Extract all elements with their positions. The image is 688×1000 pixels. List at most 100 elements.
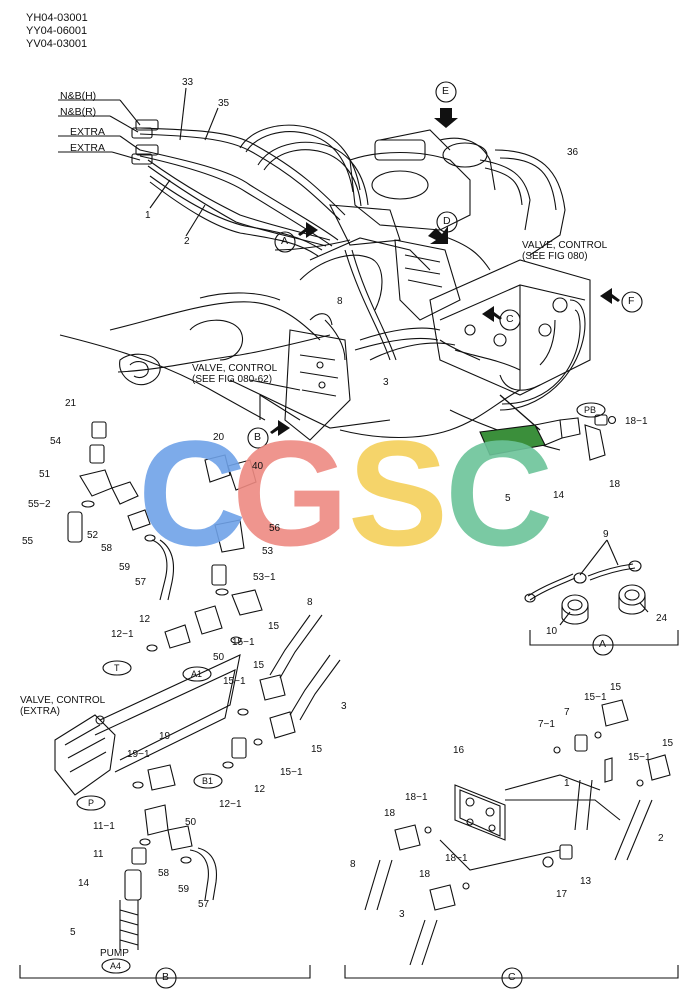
part-number: 9 bbox=[603, 529, 609, 540]
part-number: 2 bbox=[658, 833, 664, 844]
tag-t-oval bbox=[102, 660, 132, 676]
detail-b-circle bbox=[155, 967, 177, 989]
tag-p: P bbox=[88, 798, 95, 808]
part-number: 16 bbox=[453, 745, 465, 756]
part-number: 36 bbox=[567, 147, 579, 158]
part-code: YY04-06001 bbox=[26, 25, 88, 37]
part-number: 55−2 bbox=[28, 499, 51, 510]
detail-a-parts bbox=[479, 414, 679, 646]
part-number: 53 bbox=[262, 546, 274, 557]
view-a-circle bbox=[274, 231, 296, 253]
part-number: 13 bbox=[580, 876, 592, 887]
part-number: 15 bbox=[662, 738, 674, 749]
watermark-c1: C bbox=[138, 409, 246, 577]
part-number: 50 bbox=[213, 652, 225, 663]
part-number: 20 bbox=[213, 432, 225, 443]
part-number: 18 bbox=[384, 808, 396, 819]
hose-label-nb-r: N&B(R) bbox=[60, 106, 97, 118]
valve-control-main-label: VALVE, CONTROL (SEE FIG 080) bbox=[522, 240, 608, 262]
view-e-circle bbox=[435, 81, 457, 103]
view-letter-c: C bbox=[506, 313, 514, 325]
part-number: 1 bbox=[564, 778, 570, 789]
part-number: 18 bbox=[609, 479, 621, 490]
part-number: 40 bbox=[252, 461, 264, 472]
part-number: 15−1 bbox=[584, 692, 607, 703]
tag-a4: A4 bbox=[110, 961, 122, 971]
detail-a-title: A bbox=[599, 638, 607, 650]
tag-a4-oval bbox=[101, 958, 131, 974]
part-number: 19−1 bbox=[127, 749, 150, 760]
tag-a1-oval bbox=[182, 666, 212, 682]
part-number: 59 bbox=[119, 562, 131, 573]
part-codes: YH04-03001 YY04-06001 YV04-03001 bbox=[26, 12, 88, 51]
part-number: 3 bbox=[341, 701, 347, 712]
view-letter-e: E bbox=[442, 85, 450, 97]
part-number: 15−1 bbox=[232, 637, 255, 648]
part-number: 51 bbox=[39, 469, 51, 480]
part-number: 35 bbox=[218, 98, 230, 109]
hose-label-extra-1: EXTRA bbox=[70, 126, 106, 138]
part-number: 7 bbox=[564, 707, 570, 718]
part-number: 58 bbox=[158, 868, 170, 879]
part-number: 17 bbox=[556, 889, 568, 900]
part-number: 15 bbox=[253, 660, 265, 671]
part-number: 14 bbox=[78, 878, 90, 889]
part-number: 12−1 bbox=[111, 629, 134, 640]
view-b-circle bbox=[247, 427, 269, 449]
part-number: 8 bbox=[307, 597, 313, 608]
part-number: 10 bbox=[546, 626, 558, 637]
part-number: 58 bbox=[101, 543, 113, 554]
part-number: 55 bbox=[22, 536, 34, 547]
part-number: 15 bbox=[311, 744, 323, 755]
detail-b-title: B bbox=[162, 971, 170, 983]
part-number: 12 bbox=[254, 784, 266, 795]
detail-c-parts bbox=[344, 699, 679, 979]
view-arrows bbox=[270, 108, 620, 436]
part-number: 56 bbox=[269, 523, 281, 534]
part-number: 18−1 bbox=[445, 853, 468, 864]
part-number: 8 bbox=[337, 296, 343, 307]
part-number: 11−1 bbox=[93, 821, 115, 832]
part-number: 2 bbox=[184, 236, 190, 247]
view-letter-a: A bbox=[281, 235, 289, 247]
part-number: 3 bbox=[383, 377, 389, 388]
part-number: 5 bbox=[70, 927, 76, 938]
part-number: 50 bbox=[185, 817, 197, 828]
part-number: 7−1 bbox=[538, 719, 555, 730]
watermark-s: S bbox=[348, 409, 448, 577]
part-number: 18−1 bbox=[405, 792, 428, 803]
view-letter-b: B bbox=[254, 431, 262, 443]
part-number: 53−1 bbox=[253, 572, 276, 583]
view-letter-d: D bbox=[443, 215, 451, 227]
part-number: 8 bbox=[350, 859, 356, 870]
detail-c-title: C bbox=[508, 971, 516, 983]
watermark-c2: C bbox=[445, 409, 553, 577]
part-number: 18−1 bbox=[625, 416, 648, 427]
watermark-g: G bbox=[232, 409, 349, 577]
part-number: 57 bbox=[135, 577, 147, 588]
part-number: 12 bbox=[139, 614, 151, 625]
tag-a1: A1 bbox=[191, 669, 203, 679]
valve-control-6062-label: VALVE, CONTROL (SEE FIG 080-62) bbox=[192, 363, 278, 385]
hose-bundle bbox=[58, 87, 369, 257]
part-number: 11 bbox=[93, 849, 104, 860]
tag-b1: B1 bbox=[202, 776, 214, 786]
view-f-circle bbox=[621, 291, 643, 313]
part-number: 52 bbox=[87, 530, 99, 541]
tag-b1-oval bbox=[193, 773, 223, 789]
part-number: 33 bbox=[182, 77, 194, 88]
view-letter-f: F bbox=[628, 295, 635, 307]
part-number: 19 bbox=[159, 731, 171, 742]
part-number: 21 bbox=[65, 398, 77, 409]
detail-c-circle bbox=[501, 967, 523, 989]
part-number: 18 bbox=[419, 869, 431, 880]
part-number: 54 bbox=[50, 436, 62, 447]
part-number: 1 bbox=[145, 210, 151, 221]
part-number: 14 bbox=[553, 490, 565, 501]
valve-control-extra-label: VALVE, CONTROL (EXTRA) bbox=[20, 695, 106, 717]
tag-pb-oval bbox=[576, 402, 606, 418]
part-number: 15 bbox=[268, 621, 280, 632]
pump-label: PUMP bbox=[100, 948, 129, 959]
part-number: 15−1 bbox=[223, 676, 246, 687]
